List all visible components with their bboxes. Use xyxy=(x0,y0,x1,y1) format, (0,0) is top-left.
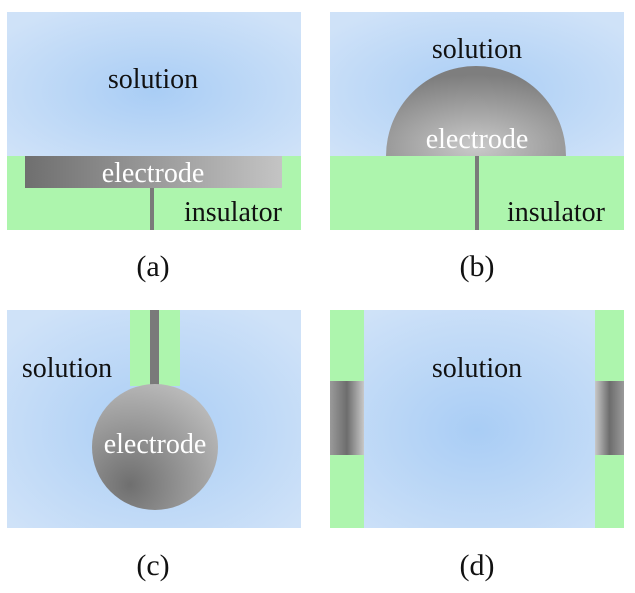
caption-b: (b) xyxy=(460,250,495,283)
caption-a: (a) xyxy=(136,250,169,283)
wire xyxy=(150,188,154,230)
solution-label: solution xyxy=(432,34,522,65)
electrode-label: electrode xyxy=(426,124,529,155)
electrode-bar xyxy=(25,156,282,188)
electrode-dome xyxy=(386,66,566,156)
wire xyxy=(475,156,479,230)
left-electrode-band xyxy=(330,381,364,455)
solution-label: solution xyxy=(108,64,198,95)
insulator-label: insulator xyxy=(507,197,606,228)
insulator-label: insulator xyxy=(184,197,283,228)
panel-b: solution electrode insulator (b) xyxy=(330,12,624,283)
electrode-sphere xyxy=(92,384,218,510)
caption-c: (c) xyxy=(136,549,169,582)
wire xyxy=(150,310,159,410)
solution-label: solution xyxy=(432,353,522,384)
electrode-label: electrode xyxy=(104,429,207,460)
panel-a: solution electrode insulator (a) xyxy=(7,12,301,283)
solution-region xyxy=(7,12,301,156)
solution-label: solution xyxy=(22,353,112,384)
panel-c: solution electrode (c) xyxy=(7,310,301,582)
electrode-label: electrode xyxy=(102,158,205,189)
right-electrode-band xyxy=(595,381,624,455)
solution-region xyxy=(330,310,624,528)
panel-d: solution (d) xyxy=(330,310,624,582)
caption-d: (d) xyxy=(460,549,495,582)
